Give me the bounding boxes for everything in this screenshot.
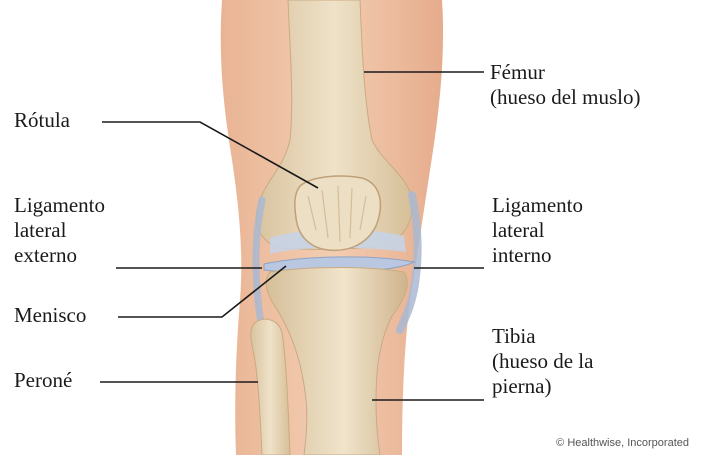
lig-externo-label-line: externo xyxy=(14,243,105,268)
lig-externo-label-line: Ligamento xyxy=(14,193,105,218)
perone-label: Peroné xyxy=(14,368,72,393)
menisco-label-line: Menisco xyxy=(14,303,86,328)
lig-interno-label-line: Ligamento xyxy=(492,193,583,218)
femur-label: Fémur (hueso del muslo) xyxy=(490,60,640,110)
copyright-notice: © Healthwise, Incorporated xyxy=(556,437,689,449)
lig-externo-label-line: lateral xyxy=(14,218,105,243)
lig-interno-label-line: lateral xyxy=(492,218,583,243)
tibia-label-line: (hueso de la xyxy=(492,349,593,374)
perone-label-line: Peroné xyxy=(14,368,72,393)
tibia-label: Tibia (hueso de la pierna) xyxy=(492,324,593,399)
lig-interno-label-line: interno xyxy=(492,243,583,268)
femur-label-line: Fémur xyxy=(490,60,640,85)
rotula-label-line: Rótula xyxy=(14,108,70,133)
rotula-label: Rótula xyxy=(14,108,70,133)
tibia-label-line: pierna) xyxy=(492,374,593,399)
femur-label-line: (hueso del muslo) xyxy=(490,85,640,110)
menisco-label: Menisco xyxy=(14,303,86,328)
lig-externo-label: Ligamento lateral externo xyxy=(14,193,105,268)
tibia-label-line: Tibia xyxy=(492,324,593,349)
lig-interno-label: Ligamento lateral interno xyxy=(492,193,583,268)
